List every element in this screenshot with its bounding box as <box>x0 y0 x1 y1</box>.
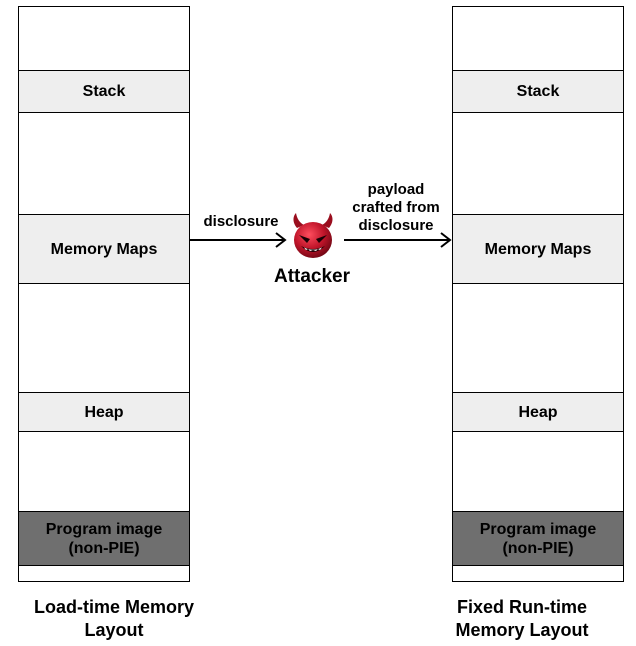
devil-face-icon <box>293 213 333 258</box>
memory-maps-label: Memory Maps <box>484 240 592 258</box>
attacker-label: Attacker <box>273 266 351 287</box>
program-image-segment: Program image (non-PIE) <box>452 511 624 566</box>
stack-label: Stack <box>82 83 126 100</box>
program-image-segment: Program image (non-PIE) <box>18 511 190 566</box>
heap-segment: Heap <box>18 392 190 432</box>
memory-maps-label: Memory Maps <box>50 240 158 258</box>
load-time-memory-layout: Stack Memory Maps Heap Program image (no… <box>18 6 190 582</box>
heap-segment: Heap <box>452 392 624 432</box>
load-time-caption: Load-time Memory Layout <box>33 597 195 640</box>
program-image-label: Program image (non-PIE) <box>45 520 163 557</box>
heap-label: Heap <box>518 403 558 421</box>
memory-maps-segment: Memory Maps <box>18 214 190 284</box>
heap-label: Heap <box>84 403 124 421</box>
stack-segment: Stack <box>452 70 624 113</box>
disclosure-label: disclosure <box>203 213 279 230</box>
memory-maps-segment: Memory Maps <box>452 214 624 284</box>
fixed-run-time-memory-layout: Stack Memory Maps Heap Program image (no… <box>452 6 624 582</box>
stack-segment: Stack <box>18 70 190 113</box>
run-time-caption: Fixed Run-time Memory Layout <box>455 597 589 640</box>
stack-label: Stack <box>516 83 560 100</box>
payload-label: payload crafted from disclosure <box>352 181 440 234</box>
program-image-label: Program image (non-PIE) <box>479 520 597 557</box>
disclosure-arrow <box>190 232 287 248</box>
payload-arrow <box>344 232 452 248</box>
